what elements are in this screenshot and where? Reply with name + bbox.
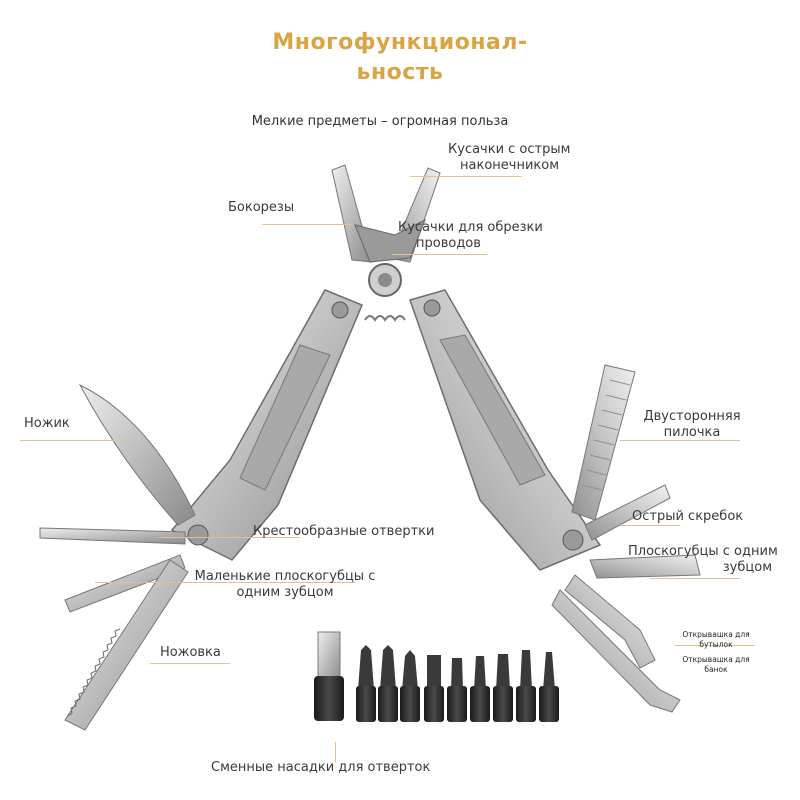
label-pliers-tip: Кусачки с острым наконечником bbox=[448, 142, 570, 174]
leader-openers bbox=[675, 645, 755, 646]
label-small-pliers-line-1: Маленькие плоскогубцы с bbox=[194, 569, 376, 584]
title-line-2: ьность bbox=[356, 60, 444, 85]
label-bits: Сменные насадки для отверток bbox=[211, 760, 431, 775]
spring bbox=[364, 315, 406, 322]
leader-pliers-tip bbox=[410, 176, 522, 177]
right-rivet-bottom bbox=[562, 529, 584, 551]
bit-holder bbox=[314, 631, 344, 721]
saw-blade bbox=[64, 559, 189, 731]
label-file-line-2: пилочка bbox=[663, 425, 721, 440]
label-scraper: Острый скребок bbox=[632, 509, 744, 524]
leader-cross-screwdrivers bbox=[160, 537, 300, 538]
label-wire-cutters-line-2: проводов bbox=[416, 236, 481, 251]
pliers-jaws bbox=[331, 164, 441, 297]
leader-bits bbox=[335, 742, 336, 762]
left-handle-slot bbox=[239, 344, 331, 491]
knife-blade bbox=[78, 383, 196, 526]
page-title: Многофункционал- ьность bbox=[0, 28, 800, 88]
scraper-blade bbox=[584, 484, 671, 541]
label-file: Двусторонняя пилочка bbox=[632, 409, 752, 441]
label-small-pliers-line-2: одним зубцом bbox=[236, 585, 334, 600]
leader-file bbox=[620, 440, 740, 441]
label-wire-cutters-line-1: Кусачки для обрезки bbox=[398, 220, 543, 235]
left-rivet-top bbox=[331, 301, 349, 319]
label-side-cutters: Бокорезы bbox=[228, 200, 295, 215]
leader-side-cutters bbox=[262, 224, 352, 225]
label-single-tooth-pliers-line-1: Плоскогубцы с одним bbox=[628, 544, 778, 559]
bottle-opener-blade bbox=[564, 574, 656, 669]
right-rivet-top bbox=[423, 299, 441, 317]
left-rivet-bottom bbox=[187, 524, 209, 546]
file-texture bbox=[581, 379, 631, 491]
title-line-1: Многофункционал- bbox=[272, 30, 528, 55]
label-saw: Ножовка bbox=[160, 645, 221, 660]
label-pliers-tip-line-2: наконечником bbox=[460, 158, 560, 173]
leader-single-tooth-pliers bbox=[650, 578, 740, 579]
leader-scraper bbox=[620, 525, 680, 526]
can-opener-blade bbox=[551, 589, 681, 713]
small-pliers-blade bbox=[64, 554, 186, 613]
right-handle-slot bbox=[439, 334, 546, 486]
leader-wire-cutters bbox=[392, 254, 487, 255]
label-bottle-opener: Открывашка для бутылок bbox=[682, 630, 750, 649]
cross-screwdriver-blade bbox=[39, 527, 186, 545]
screwdriver-bits bbox=[356, 645, 559, 722]
label-single-tooth-pliers: Плоскогубцы с одним зубцом bbox=[628, 544, 798, 576]
subtitle: Мелкие предметы – огромная польза bbox=[251, 114, 509, 129]
single-tooth-pliers-blade bbox=[589, 554, 701, 579]
label-knife: Ножик bbox=[24, 416, 70, 431]
label-can-opener: Открывашка для банок bbox=[682, 655, 750, 674]
label-wire-cutters: Кусачки для обрезки проводов bbox=[398, 220, 543, 252]
label-pliers-tip-line-1: Кусачки с острым bbox=[448, 142, 571, 157]
leader-saw bbox=[150, 663, 230, 664]
label-cross-screwdrivers: Крестообразные отвертки bbox=[253, 524, 435, 539]
label-small-pliers: Маленькие плоскогубцы с одним зубцом bbox=[185, 569, 385, 601]
label-file-line-1: Двусторонняя bbox=[643, 409, 741, 424]
leader-knife bbox=[20, 440, 122, 441]
label-single-tooth-pliers-line-2: зубцом bbox=[722, 560, 772, 575]
saw-teeth bbox=[67, 628, 121, 717]
leader-small-pliers bbox=[95, 582, 355, 583]
